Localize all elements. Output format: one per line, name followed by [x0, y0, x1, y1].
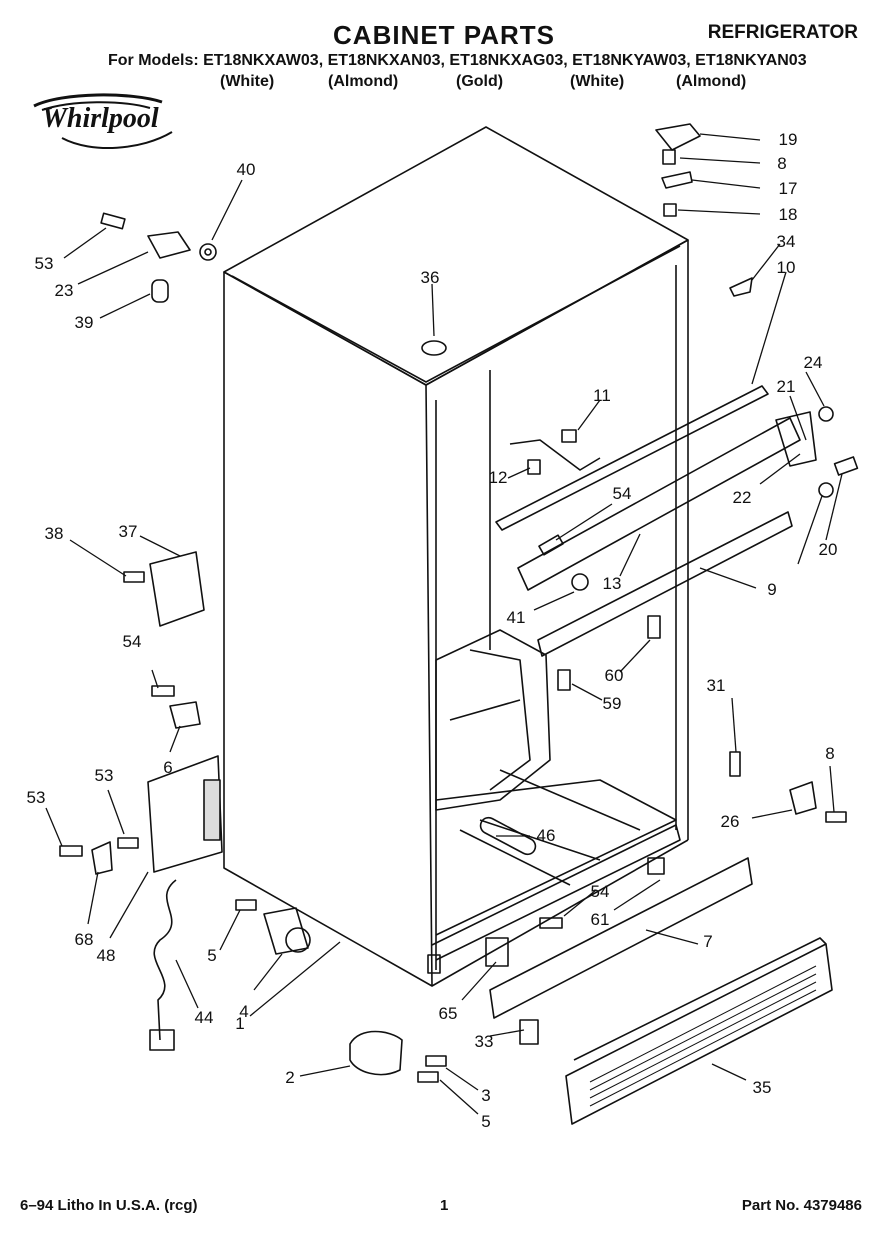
callout-label: 37 — [118, 522, 138, 541]
callout-label: 68 — [74, 930, 94, 949]
model-color: (White) — [570, 73, 625, 90]
callout-label: 53 — [26, 788, 46, 807]
cabinet-top — [223, 126, 689, 386]
callout-label: 9 — [767, 580, 777, 599]
callout-label: 13 — [602, 574, 622, 593]
callout-label: 36 — [420, 268, 440, 287]
callout-label: 60 — [604, 666, 624, 685]
callout-label: 6 — [163, 758, 173, 777]
callout-label: 46 — [536, 826, 556, 845]
callout-label: 22 — [732, 488, 752, 507]
callout-label: 17 — [778, 179, 798, 198]
callout-label: 53 — [94, 766, 114, 785]
callout-label: 35 — [752, 1078, 772, 1097]
callout-label: 54 — [612, 484, 632, 503]
callout-label: 41 — [506, 608, 526, 627]
callout-label: 10 — [776, 258, 796, 277]
callout-label: 48 — [96, 946, 116, 965]
whirlpool-logo — [33, 93, 173, 149]
callout-label: 33 — [474, 1032, 494, 1051]
callout-label: 44 — [194, 1008, 214, 1027]
callout-label: 3 — [481, 1086, 491, 1105]
callout-label: 1 — [235, 1014, 245, 1033]
cabinet-side — [223, 271, 433, 987]
callout-label: 61 — [590, 910, 610, 929]
callout-label: 34 — [776, 232, 796, 251]
callout-label: 24 — [803, 353, 823, 372]
toe-grille-trim — [489, 857, 753, 1019]
model-color: (Gold) — [456, 73, 504, 90]
callout-label: 23 — [54, 281, 74, 300]
model-color: (Almond) — [328, 73, 399, 90]
callout-label: 19 — [778, 130, 798, 149]
hinge-cover — [655, 123, 701, 151]
callout-label: 21 — [776, 377, 796, 396]
callout-label: 54 — [122, 632, 142, 651]
model-color: (White) — [220, 73, 275, 90]
model-list: For Models: ET18NKXAW03, ET18NKXAN03, ET… — [108, 52, 807, 69]
callout-label: 40 — [236, 160, 256, 179]
appliance-category: REFRIGERATOR — [707, 22, 858, 43]
callout-label: 5 — [207, 946, 217, 965]
callout-label: 7 — [703, 932, 713, 951]
model-color: (Almond) — [676, 73, 747, 90]
page-number: 1 — [440, 1197, 449, 1214]
callout-label: 11 — [593, 386, 611, 405]
callout-label: 38 — [44, 524, 64, 543]
callout-label: 26 — [720, 812, 740, 831]
callout-label: 4 — [239, 1002, 249, 1021]
callout-label: 8 — [825, 744, 835, 763]
callout-label: 8 — [777, 154, 787, 173]
callout-label: 2 — [285, 1068, 295, 1087]
callout-label: 65 — [438, 1004, 458, 1023]
brand-name: Whirlpool — [42, 103, 159, 134]
callout-label: 39 — [74, 313, 94, 332]
toe-grille — [565, 943, 833, 1125]
part-number: Part No. 4379486 — [741, 1197, 862, 1214]
callout-label: 31 — [706, 676, 726, 695]
page-title: CABINET PARTS — [333, 20, 555, 50]
print-info: 6–94 Litho In U.S.A. (rcg) — [20, 1197, 198, 1214]
callout-label: 5 — [481, 1112, 491, 1131]
callout-label: 18 — [778, 205, 798, 224]
callout-label: 20 — [818, 540, 838, 559]
callout-label: 59 — [602, 694, 622, 713]
callout-label: 54 — [590, 882, 610, 901]
callout-label: 53 — [34, 254, 54, 273]
callout-label: 12 — [488, 468, 508, 487]
